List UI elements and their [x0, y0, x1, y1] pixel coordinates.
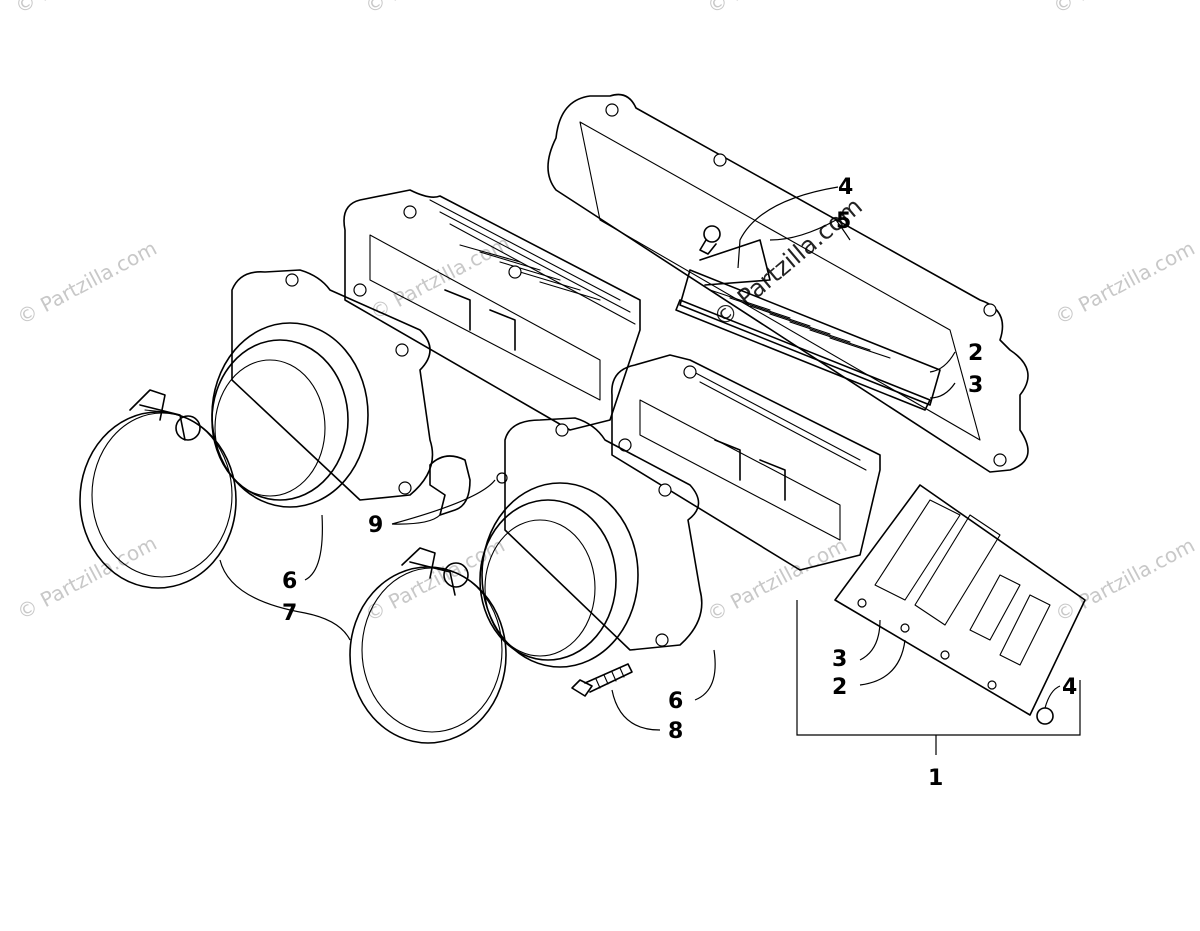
watermark-top-1: © Partzilla.com	[11, 0, 159, 18]
watermark-mid-3: © Partzilla.com	[703, 533, 851, 627]
leader-lines	[219, 186, 1081, 755]
reed-petal-lower	[834, 484, 1086, 716]
hose-clamp-right	[349, 547, 507, 744]
callout-gasket: 5	[836, 209, 851, 234]
reed-block-upper	[343, 189, 641, 431]
watermark-layer: © Partzilla.com © Partzilla.com © Partzi…	[11, 0, 1199, 626]
flange-bolt	[571, 663, 633, 697]
callout-boot-left: 6	[282, 569, 297, 594]
callout-reed-upper: 2	[968, 341, 983, 366]
intake-boot-right	[479, 417, 703, 668]
watermark-top-2: © Partzilla.com	[361, 0, 509, 18]
callout-reed-lower: 2	[832, 675, 847, 700]
callout-screw-upper: 4	[838, 175, 853, 200]
callout-assembly: 1	[928, 766, 943, 791]
callout-bolt: 8	[668, 719, 683, 744]
callout-stopper-lower: 3	[832, 647, 847, 672]
reed-block-lower	[611, 354, 881, 571]
watermark-top-4: © Partzilla.com	[1049, 0, 1197, 18]
mounting-bracket	[429, 455, 508, 516]
reed-petal-upper	[675, 239, 941, 411]
screw-upper	[699, 225, 721, 255]
watermark-left-2: © Partzilla.com	[13, 531, 161, 625]
hose-clamp-left	[79, 389, 237, 589]
screw-lower	[1036, 707, 1054, 725]
callout-clamps: 7	[282, 601, 297, 626]
callout-bracket: 9	[368, 513, 383, 538]
intake-boot-left	[211, 269, 434, 508]
callout-labels: 1 2 3 4 5 6 7 8 9 3 2 4 6	[282, 175, 1077, 791]
callout-boot-right: 6	[668, 689, 683, 714]
callout-stopper-upper: 3	[968, 373, 983, 398]
watermark-right-1: © Partzilla.com	[1051, 236, 1199, 330]
watermark-left-1: © Partzilla.com	[13, 236, 161, 330]
watermark-right-2: © Partzilla.com	[1051, 533, 1199, 627]
watermark-top-3: © Partzilla.com	[703, 0, 851, 18]
callout-screw-lower: 4	[1062, 675, 1077, 700]
gasket-upper	[547, 93, 1029, 473]
